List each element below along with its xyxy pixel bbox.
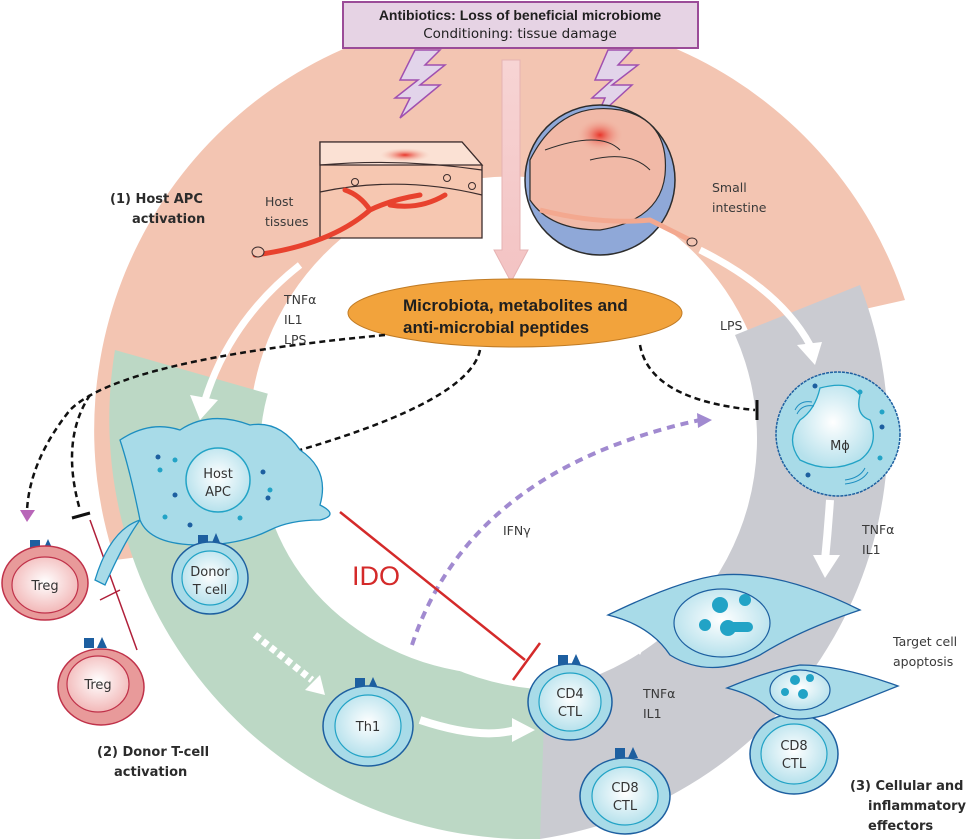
cd4-ctl-label-1: CD4 [556,687,583,702]
ifn-gamma-arrow [410,418,701,646]
inhibition-lines [25,333,756,511]
stage1-line2: activation [132,212,205,227]
treg-label-2: Treg [83,678,111,693]
stage1-line1: (1) Host APC [110,192,203,207]
stage2-line1: (2) Donor T-cell [97,745,209,760]
cd8-ctl-2-label-2: CTL [782,757,807,772]
dashed-to-macrophage-inhibit [638,344,756,412]
th1-label: Th1 [355,720,380,735]
donor-t-cell: Donor T cell [171,533,249,615]
arrow-intestine-to-macrophage [698,246,814,347]
host-tissue-illustration [251,141,484,258]
donor-t-label-2: T cell [192,583,227,598]
treg-cell-1: Treg [1,539,89,621]
macrophage-cell: Mϕ [775,371,901,497]
cytokine-macrophage-tnf: TNFα [861,522,894,537]
ido-label: IDO [352,561,400,591]
stage3-line2: inflammatory [868,799,967,814]
treg-activation-arrowhead [20,510,35,522]
lightning-bolt-right-icon [590,49,641,119]
host-apc-cell: Host APC [94,417,331,586]
stage3-line1: (3) Cellular and [850,779,963,794]
cd4-ctl-cell: CD4 CTL [527,654,613,741]
small-intestine-label-2: intestine [712,200,767,215]
cd8-ctl-1-label-2: CTL [613,799,638,814]
treg-label-1: Treg [30,579,58,594]
arrow-th1-to-cd4 [418,716,517,738]
cytokine-left-il1: IL1 [284,312,303,327]
treg-cell-2: Treg [57,637,145,726]
macrophage-label: Mϕ [830,439,850,454]
target-apoptosis-label-2: apoptosis [893,654,953,669]
arrow-macrophage-to-target [821,499,834,561]
host-apc-label-2: APC [205,485,231,500]
stage2-line2: activation [114,765,187,780]
header-line1: Antibiotics: Loss of beneficial microbio… [379,7,662,23]
ifn-gamma-label: IFNγ [503,523,531,538]
arrow-cd4-to-target [602,641,638,669]
cytokine-right-lps: LPS [720,318,743,333]
dashed-to-apc-inhibit [299,349,482,452]
header-box: Antibiotics: Loss of beneficial microbio… [342,1,699,49]
small-intestine-illustration [524,104,698,256]
cd8-ctl-cell-2: CD8 CTL [749,704,839,795]
dashed-to-treg-activate [25,333,386,511]
cytokine-left-lps: LPS [284,332,307,347]
dashed-to-treg-inhibit [70,394,92,511]
cytokine-left-tnf: TNFα [283,292,316,307]
ido-inhibition-line [339,511,526,661]
cd8-ctl-cell-1: CD8 CTL [579,747,671,835]
down-arrow-to-microbiota [493,59,529,284]
cd8-ctl-1-label-1: CD8 [611,781,638,796]
small-intestine-label-1: Small [712,180,747,195]
host-tissues-label-2: tissues [265,214,309,229]
arrow-donor-to-th1 [252,632,315,683]
oval-line2: anti-microbial peptides [403,318,589,337]
host-apc-label-1: Host [203,467,233,482]
cytokine-cd4-tnf: TNFα [642,686,675,701]
target-cell-1 [606,573,862,669]
lightning-bolt-left-icon [392,49,448,119]
target-apoptosis-label-1: Target cell [892,634,957,649]
cytokine-cd4-il1: IL1 [643,706,662,721]
th1-cell: Th1 [322,677,414,767]
donor-t-label-1: Donor [190,565,230,580]
arrow-host-to-apc [201,262,303,402]
header-line2: Conditioning: tissue damage [423,26,617,42]
cytokine-macrophage-il1: IL1 [862,542,881,557]
stage3-line3: effectors [868,819,933,834]
ring-segment-host-tissue [94,14,906,560]
oval-line1: Microbiota, metabolites and [403,296,628,315]
target-cell-2 [724,664,900,720]
host-tissues-label-1: Host [265,194,294,209]
cd4-ctl-label-2: CTL [558,705,583,720]
cd8-ctl-2-label-1: CD8 [780,739,807,754]
microbiota-oval: Microbiota, metabolites and anti-microbi… [347,278,683,348]
